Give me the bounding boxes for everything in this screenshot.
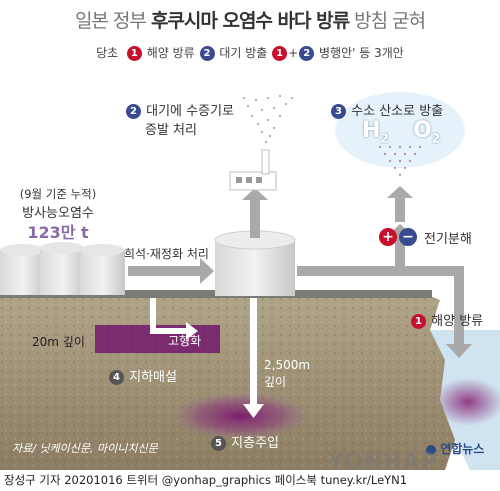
storage-tanks [0, 242, 125, 295]
storage-amount: 123만 t [27, 223, 89, 242]
logo-mark-icon [426, 444, 436, 455]
factory-icon [229, 149, 277, 191]
solidify-depth: 20m 깊이 [32, 335, 85, 349]
badge-1: 1 [126, 46, 142, 61]
storage-note: (9월 기준 누적) [19, 187, 97, 201]
footer-credit: 장성구 기자 20201016 트위터 @yonhap_graphics 페이스… [0, 470, 500, 491]
burial-text: 지하매설 [129, 370, 177, 385]
badge-2: 2 [199, 46, 215, 61]
plus-sign: + [288, 46, 299, 60]
badge-atmosphere: 2 [126, 104, 141, 119]
title-part-2: 후쿠시마 오염수 바다 방류 [150, 10, 350, 32]
page-title: 일본 정부 후쿠시마 오염수 바다 방류 방침 굳혀 [0, 6, 500, 33]
hydrogen-label: 3 수소 산소로 방출 [330, 100, 443, 119]
treatment-label: 희석·재정화 처리 [124, 247, 209, 261]
ocean-text: 해양 방류 [431, 314, 484, 329]
storage-title: 방사능오염수 [22, 206, 94, 221]
logo-text: 연합뉴스 [440, 442, 485, 456]
badge-1b: 1 [272, 46, 288, 61]
injection-label: 5 지층주입 [210, 432, 279, 451]
hydrogen-text: 수소 산소로 방출 [351, 104, 444, 119]
ocean-contamination-glow [432, 378, 500, 426]
badge-burial: 4 [109, 370, 124, 385]
injection-glow [170, 392, 310, 440]
electrolysis-label: 전기분해 [424, 232, 472, 247]
atmosphere-line-1: 대기에 수증기로 [146, 104, 234, 119]
electrolysis-icon: +− [378, 226, 418, 246]
source-credit: 자료/ 닛케이신문, 마이니치신문 [12, 442, 158, 455]
gas-glow [335, 92, 465, 168]
diagram-illustration [0, 92, 500, 470]
subtitle-prefix: 당초 [96, 46, 119, 60]
atmosphere-line-2: 증발 처리 [145, 123, 197, 138]
badge-ocean: 1 [411, 314, 426, 329]
option-ocean-release: 해양 방류 [146, 46, 195, 60]
option-atmosphere-release: 대기 방출 [219, 46, 268, 60]
gas-dots [378, 145, 422, 177]
o2-symbol: O2 [413, 118, 441, 146]
h2-symbol: H2 [362, 118, 389, 146]
injection-depth-unit: 깊이 [264, 375, 287, 389]
burial-label: 4 지하매설 [108, 366, 177, 385]
title-part-1: 일본 정부 [74, 10, 151, 32]
badge-hydrogen: 3 [331, 104, 346, 119]
title-part-3: 방침 굳혀 [349, 10, 426, 32]
subtitle: 당초 1 해양 방류 2 대기 방출 1+2 병행안' 등 3개안 [0, 44, 500, 61]
treatment-tank [214, 230, 296, 296]
solidify-label: 고형화 [168, 334, 202, 348]
yonhap-logo: 연합뉴스 [426, 440, 484, 457]
injection-depth: 2,500m [264, 358, 311, 372]
vapour-dots [242, 94, 294, 144]
badge-injection: 5 [211, 436, 226, 451]
underground-arrows [150, 298, 264, 418]
flow-arrows [128, 186, 472, 358]
ocean-label: 1 해양 방류 [410, 310, 483, 329]
option-combined: 병행안' 등 3개안 [319, 46, 404, 60]
injection-text: 지층주입 [231, 436, 279, 451]
badge-2b: 2 [299, 46, 315, 61]
atmosphere-label: 2 대기에 수증기로 [125, 100, 234, 119]
